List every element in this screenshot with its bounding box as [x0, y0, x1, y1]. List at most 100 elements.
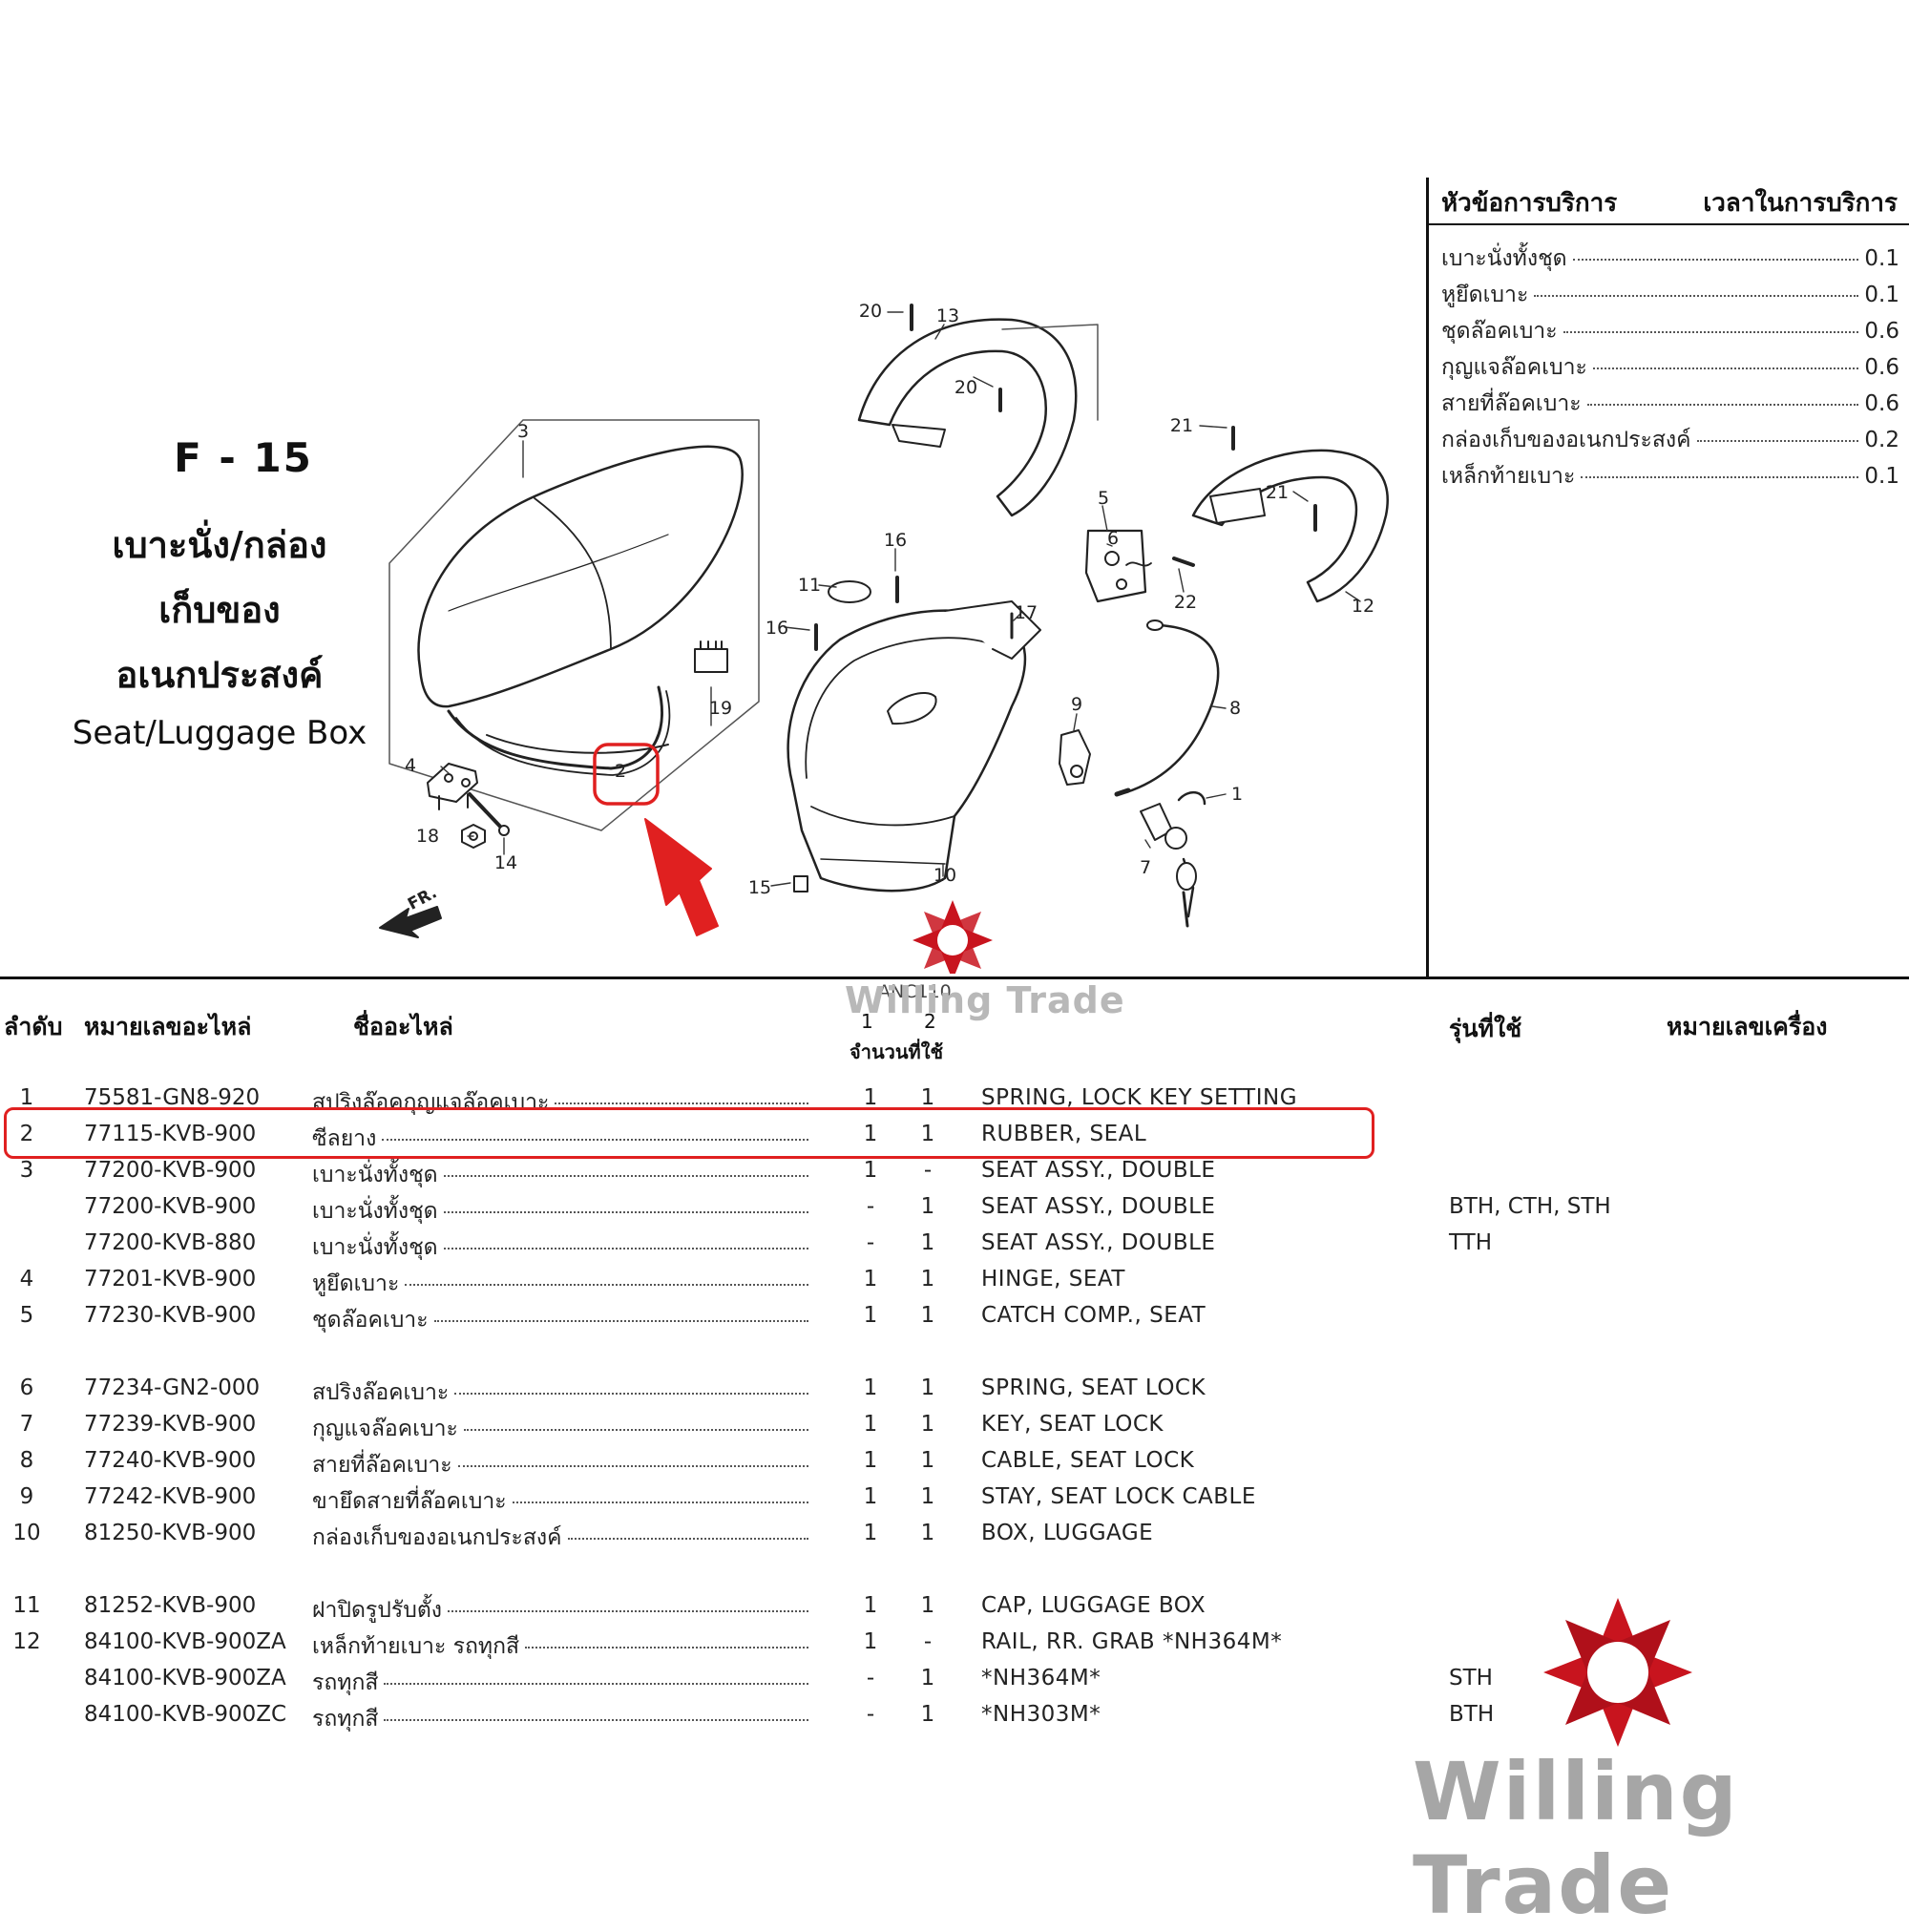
table-row: 7 77239-KVB-900 กุญแจล๊อคเบาะ 1 1 KEY, S… — [0, 1412, 1909, 1446]
service-time: 0.6 — [1864, 391, 1899, 416]
cell-qty2: 1 — [920, 1230, 935, 1255]
cell-no: 4 — [19, 1267, 34, 1292]
cell-english-name: KEY, SEAT LOCK — [981, 1412, 1164, 1437]
cell-model: TTH — [1449, 1230, 1492, 1255]
cell-part-no: 84100-KVB-900ZA — [84, 1629, 286, 1654]
callout-21a: 21 — [1170, 415, 1193, 436]
cell-english-name: BOX, LUGGAGE — [981, 1521, 1154, 1545]
service-name: เหล็กท้ายเบาะ — [1441, 464, 1576, 489]
table-row: 9 77242-KVB-900 ขายึดสายที่ล๊อคเบาะ 1 1 … — [0, 1484, 1909, 1519]
luggage-box-illustration — [787, 576, 1041, 892]
cell-qty1: 1 — [863, 1303, 878, 1328]
cell-part-name-text: กุญแจล๊อคเบาะ — [312, 1417, 458, 1441]
callout-14: 14 — [494, 852, 517, 873]
seat-catch-illustration — [1084, 529, 1195, 603]
cell-part-no: 84100-KVB-900ZC — [84, 1702, 287, 1727]
service-table-header-rule — [1426, 223, 1909, 225]
cell-qty2: 1 — [920, 1267, 935, 1292]
callout-6: 6 — [1107, 528, 1119, 549]
cell-no: 1 — [19, 1085, 34, 1110]
cell-qty2: 1 — [920, 1194, 935, 1219]
watermark-logo-small-icon — [913, 900, 993, 974]
cell-qty1: 1 — [863, 1521, 878, 1545]
service-time: 0.2 — [1864, 428, 1899, 452]
callout-1: 1 — [1231, 784, 1243, 805]
callout-20b: 20 — [954, 377, 977, 398]
row-2-highlight-box — [4, 1107, 1374, 1159]
header-qty-col1: 1 — [861, 1010, 873, 1033]
cell-qty1: 1 — [863, 1122, 878, 1146]
service-name: ชุดล๊อคเบาะ — [1441, 319, 1558, 344]
cell-part-name: เบาะนั่งทั้งชุด — [312, 1158, 808, 1192]
cell-part-no: 77201-KVB-900 — [84, 1267, 257, 1292]
cell-part-no: 77230-KVB-900 — [84, 1303, 257, 1328]
service-name: กล่องเก็บของอเนกประสงค์ — [1441, 428, 1691, 452]
callout-16b: 16 — [766, 618, 788, 639]
watermark-text-large: Willing Trade — [1413, 1745, 1739, 1932]
cell-qty1: 1 — [863, 1412, 878, 1437]
front-arrow-icon — [379, 906, 442, 938]
cell-qty1: 1 — [863, 1158, 878, 1183]
cell-part-name: เบาะนั่งทั้งชุด — [312, 1230, 808, 1265]
cell-qty1: 1 — [863, 1085, 878, 1110]
cell-qty2: 1 — [920, 1376, 935, 1400]
cell-part-name-text: กล่องเก็บของอเนกประสงค์ — [312, 1525, 562, 1550]
cell-qty1: 1 — [863, 1629, 878, 1654]
cell-qty2: 1 — [920, 1666, 935, 1690]
cell-qty2: 1 — [920, 1593, 935, 1618]
header-qty-group: จำนวนที่ใช้ — [850, 1040, 944, 1063]
header-part-name: ชื่ออะไหล่ — [353, 1013, 453, 1040]
cell-english-name: HINGE, SEAT — [981, 1267, 1125, 1292]
service-name: สายที่ล๊อคเบาะ — [1441, 391, 1582, 416]
seat-lock-cable-illustration — [1124, 623, 1220, 794]
callout-17: 17 — [1015, 602, 1038, 623]
cell-english-name: CABLE, SEAT LOCK — [981, 1448, 1195, 1473]
cell-part-no: 81252-KVB-900 — [84, 1593, 257, 1618]
callout-18: 18 — [416, 826, 439, 847]
callout-8: 8 — [1229, 698, 1241, 719]
table-row: 1 75581-GN8-920 สปริงล๊อคกุญแจล๊อคเบาะ 1… — [0, 1085, 1909, 1120]
cell-english-name: *NH303M* — [981, 1702, 1101, 1727]
callout-4: 4 — [405, 755, 416, 776]
cell-english-name: RUBBER, SEAL — [981, 1122, 1147, 1146]
cell-part-name-text: เบาะนั่งทั้งชุด — [312, 1163, 438, 1187]
callout-15: 15 — [748, 877, 771, 898]
callout-9: 9 — [1071, 694, 1082, 715]
cell-qty2: 1 — [920, 1303, 935, 1328]
cell-model: STH — [1449, 1666, 1493, 1690]
figure-title-th-line1: เบาะนั่ง/กล่อง — [112, 524, 327, 566]
cell-part-name-text: สปริงล๊อคเบาะ — [312, 1380, 450, 1405]
cell-qty2: 1 — [920, 1122, 935, 1146]
table-row: 84100-KVB-900ZA รถทุกสี - 1 *NH364M* STH — [0, 1666, 1909, 1700]
callout-11: 11 — [798, 575, 821, 596]
service-time: 0.6 — [1864, 355, 1899, 380]
cell-part-name: ซีลยาง — [312, 1122, 808, 1156]
service-time: 0.1 — [1864, 283, 1899, 307]
callout-21b: 21 — [1266, 482, 1289, 503]
header-engine-no: หมายเลขเครื่อง — [1667, 1013, 1828, 1040]
cell-english-name: RAIL, RR. GRAB *NH364M* — [981, 1629, 1283, 1654]
cell-english-name: SEAT ASSY., DOUBLE — [981, 1194, 1216, 1219]
cell-part-name-text: เหล็กท้ายเบาะ รถทุกสี — [312, 1634, 520, 1659]
table-row: 77200-KVB-880 เบาะนั่งทั้งชุด - 1 SEAT A… — [0, 1230, 1909, 1265]
header-no: ลำดับ — [4, 1013, 63, 1040]
cell-part-name: ฝาปิดรูปรับตั้ง — [312, 1593, 808, 1628]
callout-3: 3 — [517, 421, 529, 442]
callout-10: 10 — [934, 865, 956, 886]
header-qty-col2: 2 — [924, 1010, 936, 1033]
cell-part-name-text: ซีลยาง — [312, 1126, 377, 1151]
cell-part-name: สายที่ล๊อคเบาะ — [312, 1448, 808, 1482]
cell-no: 8 — [19, 1448, 34, 1473]
cell-qty2: - — [923, 1629, 933, 1654]
cell-qty2: 1 — [920, 1412, 935, 1437]
key-lock-illustration — [1140, 791, 1206, 928]
cell-english-name: SPRING, LOCK KEY SETTING — [981, 1085, 1298, 1110]
cell-part-no: 77239-KVB-900 — [84, 1412, 257, 1437]
highlight-arrow — [644, 818, 719, 936]
cell-qty2: 1 — [920, 1448, 935, 1473]
cell-part-name: สปริงล๊อคเบาะ — [312, 1376, 808, 1410]
table-row: 6 77234-GN2-000 สปริงล๊อคเบาะ 1 1 SPRING… — [0, 1376, 1909, 1410]
